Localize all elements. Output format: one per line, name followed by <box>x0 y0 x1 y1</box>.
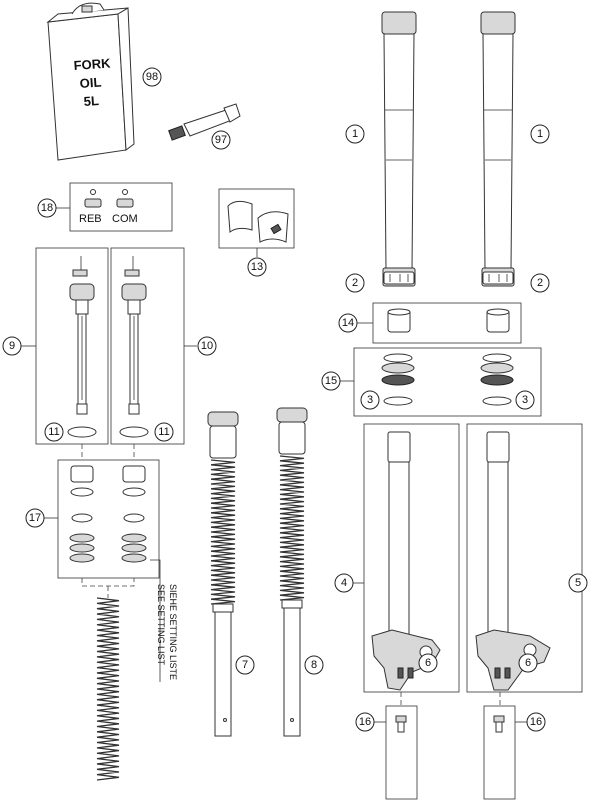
setting-note-de: SIEHE SETTING LISTE <box>168 584 178 680</box>
callout-3-left[interactable]: 3 <box>360 390 380 410</box>
callout-18[interactable]: 18 <box>37 198 57 218</box>
callout-4[interactable]: 4 <box>334 573 354 593</box>
cartridge-left <box>67 256 97 438</box>
callout-4-label: 4 <box>341 577 347 589</box>
setting-note: SIEHE SETTING LISTE SEE SETTING LIST <box>156 584 178 680</box>
callout-1-right-label: 1 <box>537 128 543 140</box>
seal-box <box>353 347 542 417</box>
callout-6-right[interactable]: 6 <box>518 653 538 673</box>
grease-tube <box>168 103 241 141</box>
callout-9-label: 9 <box>9 340 15 352</box>
clamp-box <box>218 188 295 249</box>
outer-tube-left <box>381 11 417 287</box>
callout-14-label: 14 <box>342 317 354 329</box>
callout-16-right[interactable]: 16 <box>526 712 546 732</box>
bleed-screw-left-box <box>385 705 418 800</box>
callout-1-left-label: 1 <box>352 128 358 140</box>
callout-2-left[interactable]: 2 <box>345 273 365 293</box>
can-label-line2: OIL <box>79 75 102 91</box>
callout-97[interactable]: 97 <box>211 130 231 150</box>
callout-2-left-label: 2 <box>352 277 358 289</box>
rebound-adjuster: REB <box>79 189 102 225</box>
bleed-screw-right <box>493 715 505 733</box>
callout-15-label: 15 <box>325 375 337 387</box>
can-label-line3: 5L <box>83 93 99 109</box>
callout-2-right-label: 2 <box>537 277 543 289</box>
bushings <box>387 308 510 333</box>
callout-6-left-label: 6 <box>425 657 431 669</box>
adjuster-group-box <box>69 182 173 232</box>
callout-5-label: 5 <box>575 577 581 589</box>
callout-3-left-label: 3 <box>367 394 373 406</box>
outer-tube-right <box>480 11 516 287</box>
callout-13-label: 13 <box>251 261 263 273</box>
callout-97-label: 97 <box>215 134 227 146</box>
callout-16-left-label: 16 <box>359 716 371 728</box>
callout-11-right-label: 11 <box>158 426 169 438</box>
cartridge-assembly-7 <box>207 411 239 737</box>
setting-note-en: SEE SETTING LIST <box>156 584 166 666</box>
reb-label: REB <box>79 213 102 225</box>
inner-tube-right-box <box>466 423 583 693</box>
callout-5[interactable]: 5 <box>568 573 588 593</box>
callout-15[interactable]: 15 <box>321 371 341 391</box>
seals-right <box>480 353 514 406</box>
callout-6-left[interactable]: 6 <box>418 653 438 673</box>
callout-11-left-label: 11 <box>48 426 59 438</box>
callout-10-label: 10 <box>201 340 213 352</box>
ring-2-left <box>383 271 415 285</box>
cartridge-assembly-8 <box>276 407 308 737</box>
callout-16-left[interactable]: 16 <box>355 712 375 732</box>
callout-8-label: 8 <box>311 659 317 671</box>
cartridge-right-box <box>110 247 185 445</box>
callout-8[interactable]: 8 <box>304 655 324 675</box>
cartridge-right <box>119 256 149 438</box>
callout-7[interactable]: 7 <box>235 655 255 675</box>
com-label: COM <box>112 213 138 225</box>
callout-98[interactable]: 98 <box>142 67 162 87</box>
inner-tube-left <box>371 431 441 691</box>
callout-11-right[interactable]: 11 <box>154 422 174 442</box>
spring-parts-left <box>69 465 95 563</box>
callout-98-label: 98 <box>146 71 158 83</box>
callout-16-right-label: 16 <box>530 716 542 728</box>
spring-parts-box <box>57 459 160 579</box>
bleed-screw-right-box <box>483 705 516 800</box>
callout-2-right[interactable]: 2 <box>530 273 550 293</box>
callout-17[interactable]: 17 <box>25 508 45 528</box>
callout-7-label: 7 <box>242 659 248 671</box>
compression-adjuster: COM <box>112 189 138 225</box>
fork-spring <box>96 597 120 781</box>
callout-18-label: 18 <box>41 202 53 214</box>
can-label-line1: FORK <box>73 55 111 73</box>
spring-parts-right <box>121 465 147 563</box>
callout-17-label: 17 <box>29 512 41 524</box>
clamp-parts <box>227 200 289 243</box>
ring-2-right <box>482 271 514 285</box>
inner-tube-left-box <box>363 423 460 693</box>
callout-3-right-label: 3 <box>522 394 528 406</box>
seals-left <box>381 353 415 406</box>
cartridge-left-box <box>35 247 109 445</box>
fork-oil-can: FORK OIL 5L <box>46 2 135 161</box>
callout-3-right[interactable]: 3 <box>515 390 535 410</box>
bleed-screw-left <box>395 715 407 733</box>
callout-9[interactable]: 9 <box>2 336 22 356</box>
callout-14[interactable]: 14 <box>338 313 358 333</box>
inner-tube-right <box>475 431 551 691</box>
callout-1-right[interactable]: 1 <box>530 124 550 144</box>
callout-13[interactable]: 13 <box>247 257 267 277</box>
callout-6-right-label: 6 <box>525 657 531 669</box>
callout-1-left[interactable]: 1 <box>345 124 365 144</box>
callout-10[interactable]: 10 <box>197 336 217 356</box>
callout-11-left[interactable]: 11 <box>44 422 64 442</box>
